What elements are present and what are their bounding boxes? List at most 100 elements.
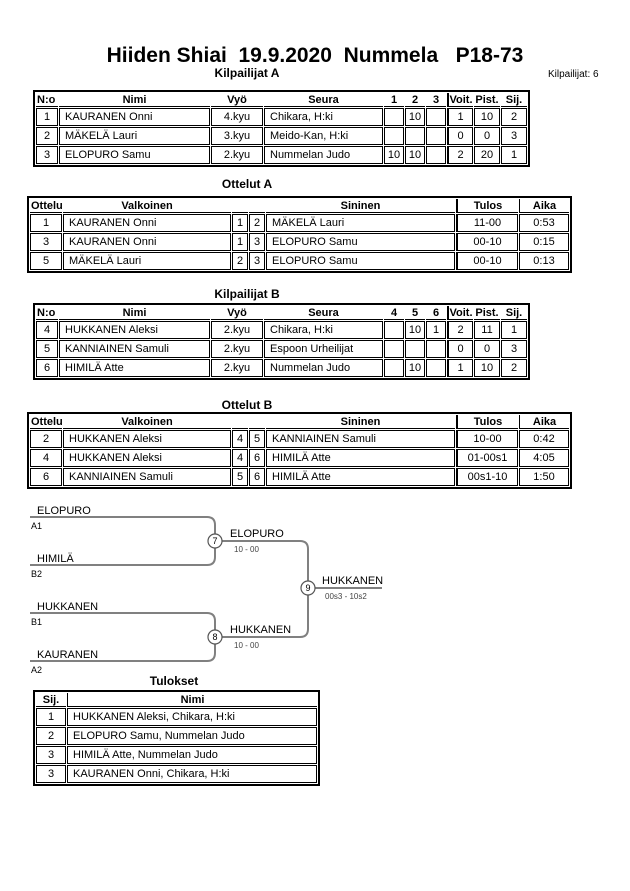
cell: 2 [36, 127, 58, 145]
cell: 4:05 [519, 449, 569, 467]
cell: 6 [36, 359, 58, 377]
cell [384, 108, 404, 126]
cell: 0 [474, 340, 500, 358]
col-header: Vyö [211, 306, 263, 320]
cell [426, 127, 446, 145]
col-header: Voit. [447, 93, 473, 107]
cell: 4 [36, 321, 58, 339]
bracket-slot-a1-seed: A1 [31, 521, 42, 531]
cell [426, 359, 446, 377]
cell: Nummelan Judo [264, 359, 383, 377]
match8-winner: HUKKANEN [230, 624, 291, 636]
cell: 4.kyu [211, 108, 263, 126]
table-row: 4 HUKKANEN Aleksi 4 6 HIMILÄ Atte 01-00s… [30, 449, 569, 467]
col-header: Valkoinen [63, 415, 231, 429]
bracket-slot-b1-seed: B1 [31, 617, 42, 627]
col-header: N:o [36, 93, 58, 107]
match8-score: 10 - 00 [234, 641, 259, 650]
col-header [249, 415, 265, 429]
col-header: Vyö [211, 93, 263, 107]
table-row: 2 MÄKELÄ Lauri 3.kyu Meido-Kan, H:ki 0 0… [36, 127, 527, 145]
table-row: 3 KAURANEN Onni, Chikara, H:ki [36, 765, 317, 783]
cell: KANNIAINEN Samuli [59, 340, 210, 358]
cell: 3 [249, 233, 265, 251]
cell: 2.kyu [211, 146, 263, 164]
cell: 1 [30, 214, 62, 232]
match8-number: 8 [212, 632, 217, 642]
match9-number: 9 [305, 583, 310, 593]
cell: 10 [474, 108, 500, 126]
table-row: 1 KAURANEN Onni 4.kyu Chikara, H:ki 10 1… [36, 108, 527, 126]
cell: 10-00 [456, 430, 518, 448]
cell: 1:50 [519, 468, 569, 486]
cell: ELOPURO Samu [59, 146, 210, 164]
table-row: 6 HIMILÄ Atte 2.kyu Nummelan Judo 10 1 1… [36, 359, 527, 377]
header-row: N:o Nimi Vyö Seura 1 2 3 Voit. Pist. Sij… [36, 93, 527, 107]
cell: 00s1-10 [456, 468, 518, 486]
cell: HUKKANEN Aleksi [59, 321, 210, 339]
cell: 1 [501, 321, 527, 339]
cell: 5 [232, 468, 248, 486]
cell: HUKKANEN Aleksi [63, 430, 231, 448]
cell: 00-10 [456, 252, 518, 270]
col-header: Voit. [447, 306, 473, 320]
table-row: 1 KAURANEN Onni 1 2 MÄKELÄ Lauri 11-00 0… [30, 214, 569, 232]
match7-score: 10 - 00 [234, 545, 259, 554]
cell: 1 [36, 108, 58, 126]
ottelut-b-table: Ottelu Valkoinen Sininen Tulos Aika 2 HU… [27, 412, 572, 489]
cell: Chikara, H:ki [264, 321, 383, 339]
cell: KANNIAINEN Samuli [266, 430, 455, 448]
cell: 0 [447, 340, 473, 358]
cell: Nummelan Judo [264, 146, 383, 164]
cell: 3 [30, 233, 62, 251]
cell: ELOPURO Samu [266, 233, 455, 251]
cell: KAURANEN Onni [59, 108, 210, 126]
col-header: 1 [384, 93, 404, 107]
cell: 10 [405, 321, 425, 339]
cell: KANNIAINEN Samuli [63, 468, 231, 486]
cell: 10 [384, 146, 404, 164]
table-row: 6 KANNIAINEN Samuli 5 6 HIMILÄ Atte 00s1… [30, 468, 569, 486]
table-row: 3 ELOPURO Samu 2.kyu Nummelan Judo 10 10… [36, 146, 527, 164]
col-header: 4 [384, 306, 404, 320]
cell [426, 340, 446, 358]
cell: 2 [232, 252, 248, 270]
cell: HUKKANEN Aleksi [63, 449, 231, 467]
col-header: Nimi [59, 93, 210, 107]
cell: 2 [447, 321, 473, 339]
bracket-line [30, 548, 216, 566]
cell [426, 108, 446, 126]
cell: 10 [405, 108, 425, 126]
cell: ELOPURO Samu, Nummelan Judo [67, 727, 317, 745]
tulokset-table: Sij. Nimi 1 HUKKANEN Aleksi, Chikara, H:… [33, 690, 320, 786]
col-header: Sij. [36, 693, 66, 707]
bracket-slot-b1-name: HUKKANEN [37, 601, 98, 613]
col-header: Sininen [266, 199, 455, 213]
cell: 0:15 [519, 233, 569, 251]
cell: KAURANEN Onni [63, 214, 231, 232]
cell: 1 [447, 108, 473, 126]
cell: 11 [474, 321, 500, 339]
cell: 6 [249, 449, 265, 467]
col-header: Tulos [456, 199, 518, 213]
match-number-circle [207, 533, 223, 549]
col-header: Ottelu [30, 199, 63, 213]
cell: MÄKELÄ Lauri [266, 214, 455, 232]
col-header: 2 [405, 93, 425, 107]
col-header [232, 199, 248, 213]
cell: 2.kyu [211, 340, 263, 358]
col-header: 3 [426, 93, 446, 107]
cell [384, 127, 404, 145]
col-header: Nimi [67, 693, 317, 707]
cell [384, 340, 404, 358]
cell: 5 [30, 252, 62, 270]
cell: 1 [232, 233, 248, 251]
page-title: Hiiden Shiai 19.9.2020 Nummela P18-73 [106, 44, 524, 67]
cell: 2.kyu [211, 359, 263, 377]
cell: 00-10 [456, 233, 518, 251]
cell: HIMILÄ Atte [59, 359, 210, 377]
col-header: 5 [405, 306, 425, 320]
bracket-slot-a2-name: KAURANEN [37, 649, 98, 661]
